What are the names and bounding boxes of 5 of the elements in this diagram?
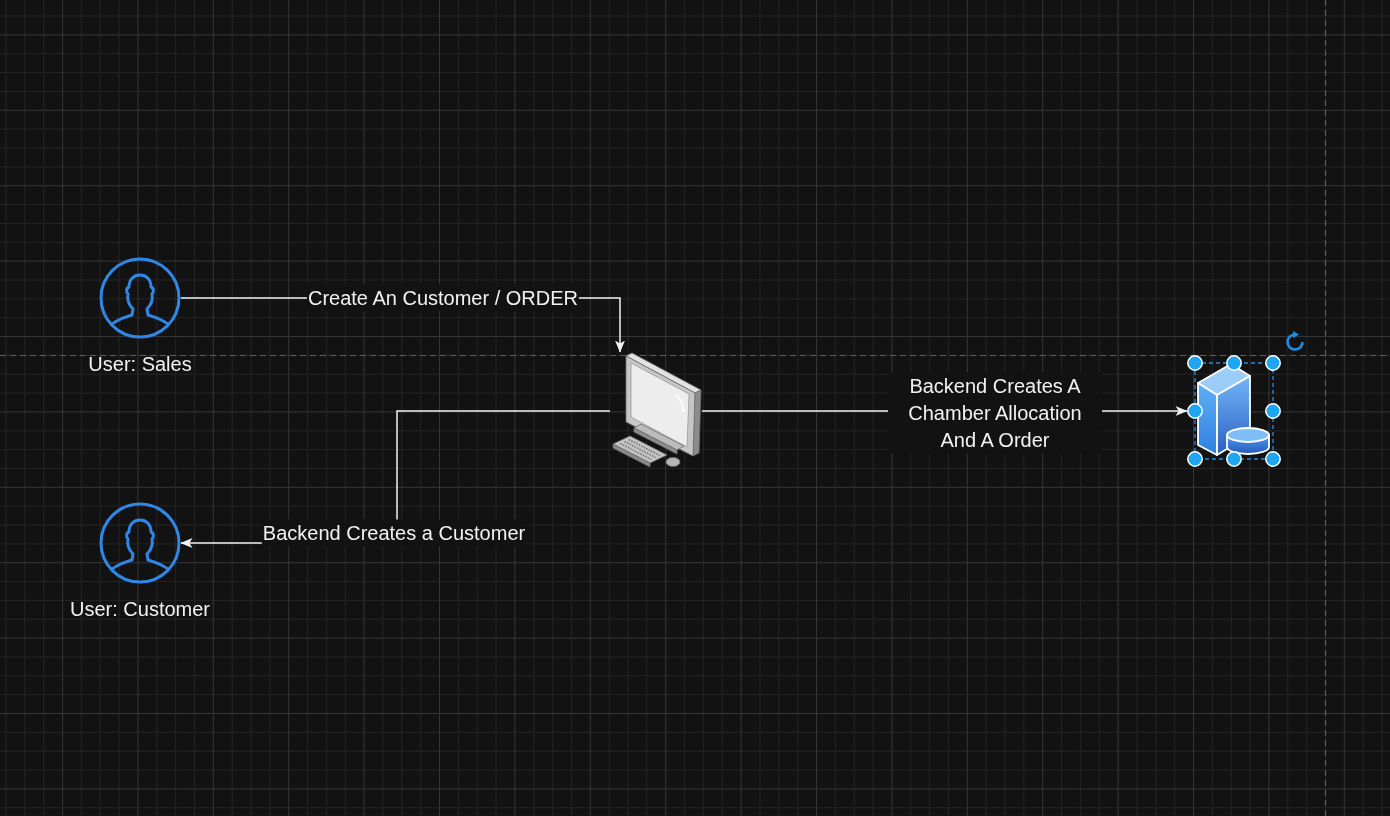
edge-label: Create An Customer / ORDER — [306, 284, 580, 312]
node-label: User: Customer — [70, 597, 210, 621]
node-label: User: Sales — [88, 352, 192, 376]
edge-label: Backend Creates a Customer — [261, 519, 527, 547]
edge-label: Backend Creates A Chamber Allocation And A Order — [888, 372, 1102, 454]
